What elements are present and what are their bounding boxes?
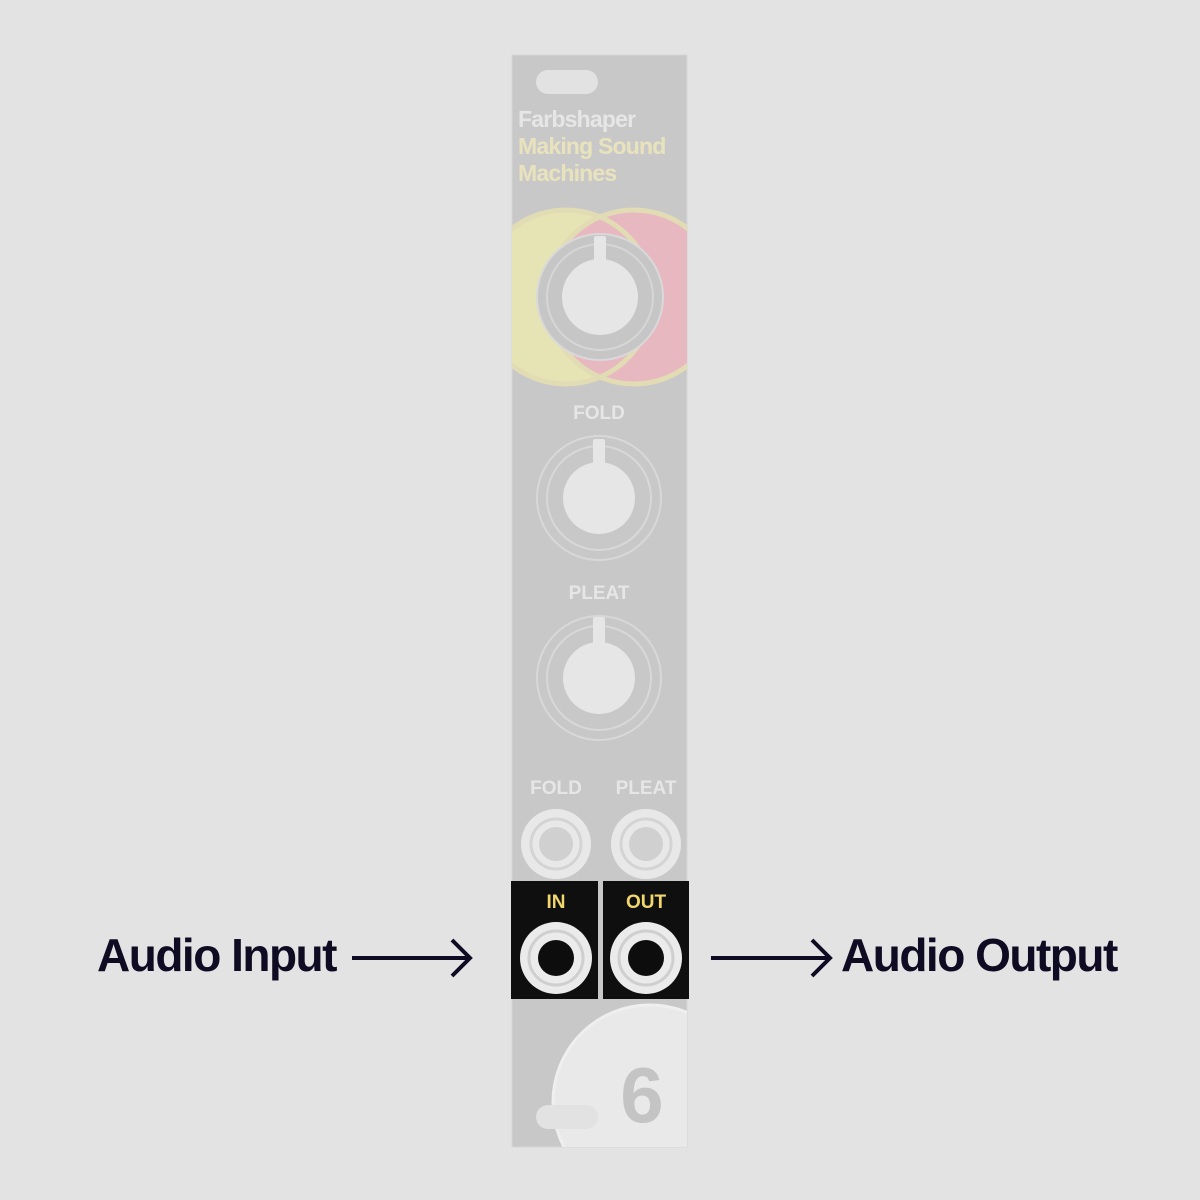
audio-input-jack-socket-icon[interactable] <box>520 922 592 994</box>
fold-cv-label: FOLD <box>530 778 582 799</box>
top-mounting-slot <box>536 70 598 94</box>
main-knob-pointer <box>594 236 606 280</box>
pleat-knob[interactable] <box>536 615 662 741</box>
pleat-cv-jack-socket-icon[interactable] <box>611 809 681 879</box>
tagline-line-1: Making Sound <box>518 133 666 159</box>
main-knob[interactable] <box>536 233 664 361</box>
right-arrow-icon <box>352 938 473 978</box>
pleat-cv-label: PLEAT <box>616 778 677 799</box>
pleat-knob-pointer <box>593 617 605 657</box>
in-jack-label: IN <box>547 892 566 913</box>
audio-input-callout: Audio Input <box>97 929 337 981</box>
fold-knob-label: FOLD <box>573 403 625 424</box>
bottom-mounting-slot <box>536 1105 598 1129</box>
fold-knob[interactable] <box>536 435 662 561</box>
hp-number: 6 <box>620 1051 663 1139</box>
brand-title: Farbshaper <box>518 106 636 132</box>
audio-output-jack-socket-icon[interactable] <box>610 922 682 994</box>
fold-cv-jack-socket-icon[interactable] <box>521 809 591 879</box>
tagline-line-2: Machines <box>518 160 616 186</box>
audio-output-callout: Audio Output <box>841 929 1118 981</box>
right-arrow-icon <box>711 938 833 978</box>
pleat-knob-label: PLEAT <box>569 583 630 604</box>
fold-knob-pointer <box>593 439 605 479</box>
out-jack-label: OUT <box>626 892 667 913</box>
